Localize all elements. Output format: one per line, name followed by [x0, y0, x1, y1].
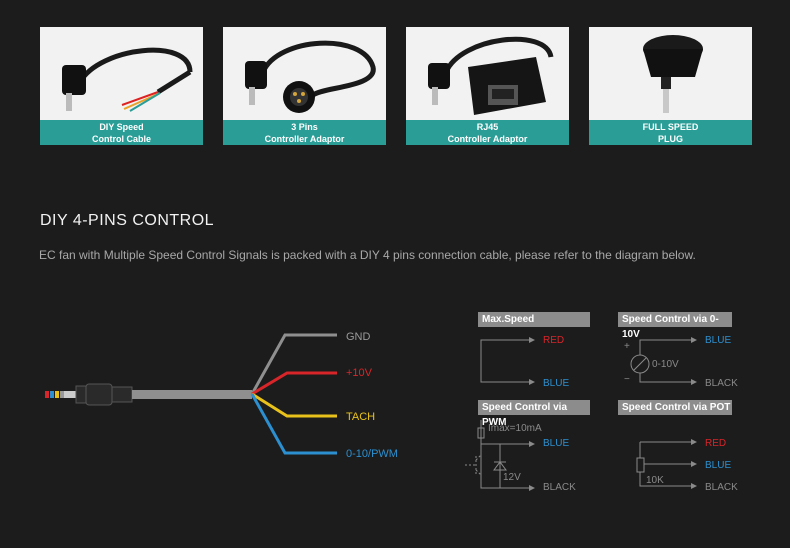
caption-line2: PLUG	[657, 134, 683, 144]
pot-res: 10K	[646, 475, 664, 486]
wire-tach	[251, 392, 337, 418]
product-caption: DIY Speed Control Cable	[40, 120, 203, 145]
product-card-rj45-adaptor[interactable]: RJ45 Controller Adaptor	[406, 27, 569, 145]
panel-title-max-speed: Max.Speed	[478, 312, 590, 327]
product-card-full-speed-plug[interactable]: FULL SPEED PLUG	[589, 27, 752, 145]
wire-label-10v: +10V	[346, 367, 373, 379]
wire-label-tach: TACH	[346, 411, 375, 423]
pot-top: RED	[705, 438, 726, 449]
caption-line2: Controller Adaptor	[447, 134, 528, 144]
caption-line2: Control Cable	[91, 134, 151, 144]
wire-10v	[251, 371, 337, 396]
product-caption: RJ45 Controller Adaptor	[406, 120, 569, 145]
full-speed-plug-icon	[643, 35, 703, 113]
pot-bottom: BLACK	[705, 482, 738, 493]
wire-gnd	[250, 333, 337, 395]
product-caption: 3 Pins Controller Adaptor	[223, 120, 386, 145]
wire-pwm	[250, 393, 337, 455]
v010-top: BLUE	[705, 335, 731, 346]
panel-title-pwm: Speed Control via PWM	[478, 400, 590, 428]
rj45-adaptor-icon	[428, 36, 554, 115]
pwm-top: BLUE	[543, 438, 569, 449]
panel-title-pot: Speed Control via POT	[618, 400, 732, 415]
max-speed-top: RED	[543, 335, 564, 346]
caption-line1: 3 Pins	[291, 122, 318, 132]
product-card-diy-cable[interactable]: DIY Speed Control Cable	[40, 27, 203, 145]
wiring-diagram: GND +10V TACH 0-10/PWM	[45, 331, 398, 460]
pot-mid: BLUE	[705, 460, 731, 471]
pwm-volt: 12V	[503, 472, 521, 483]
caption-line1: FULL SPEED	[642, 122, 699, 132]
max-speed-bottom: BLUE	[543, 378, 569, 389]
diy-cable-icon	[62, 47, 193, 112]
caption-line1: RJ45	[476, 122, 499, 132]
v010-source: 0-10V	[652, 359, 679, 370]
caption-line2: Controller Adaptor	[264, 134, 345, 144]
v010-minus: −	[624, 374, 630, 385]
three-pin-adaptor-icon	[245, 40, 376, 113]
section-description: EC fan with Multiple Speed Control Signa…	[39, 248, 696, 262]
v010-plus: +	[624, 341, 630, 352]
wire-label-pwm: 0-10/PWM	[346, 448, 398, 460]
panel-title-010v: Speed Control via 0-10V	[618, 312, 732, 340]
connector-plug-icon	[45, 383, 252, 406]
product-caption: FULL SPEED PLUG	[589, 120, 752, 145]
caption-line1: DIY Speed	[99, 122, 144, 132]
section-title: DIY 4-PINS CONTROL	[40, 212, 215, 229]
product-card-3pin-adaptor[interactable]: 3 Pins Controller Adaptor	[223, 27, 386, 145]
pwm-bottom: BLACK	[543, 482, 576, 493]
v010-bottom: BLACK	[705, 378, 738, 389]
wire-label-gnd: GND	[346, 331, 371, 343]
